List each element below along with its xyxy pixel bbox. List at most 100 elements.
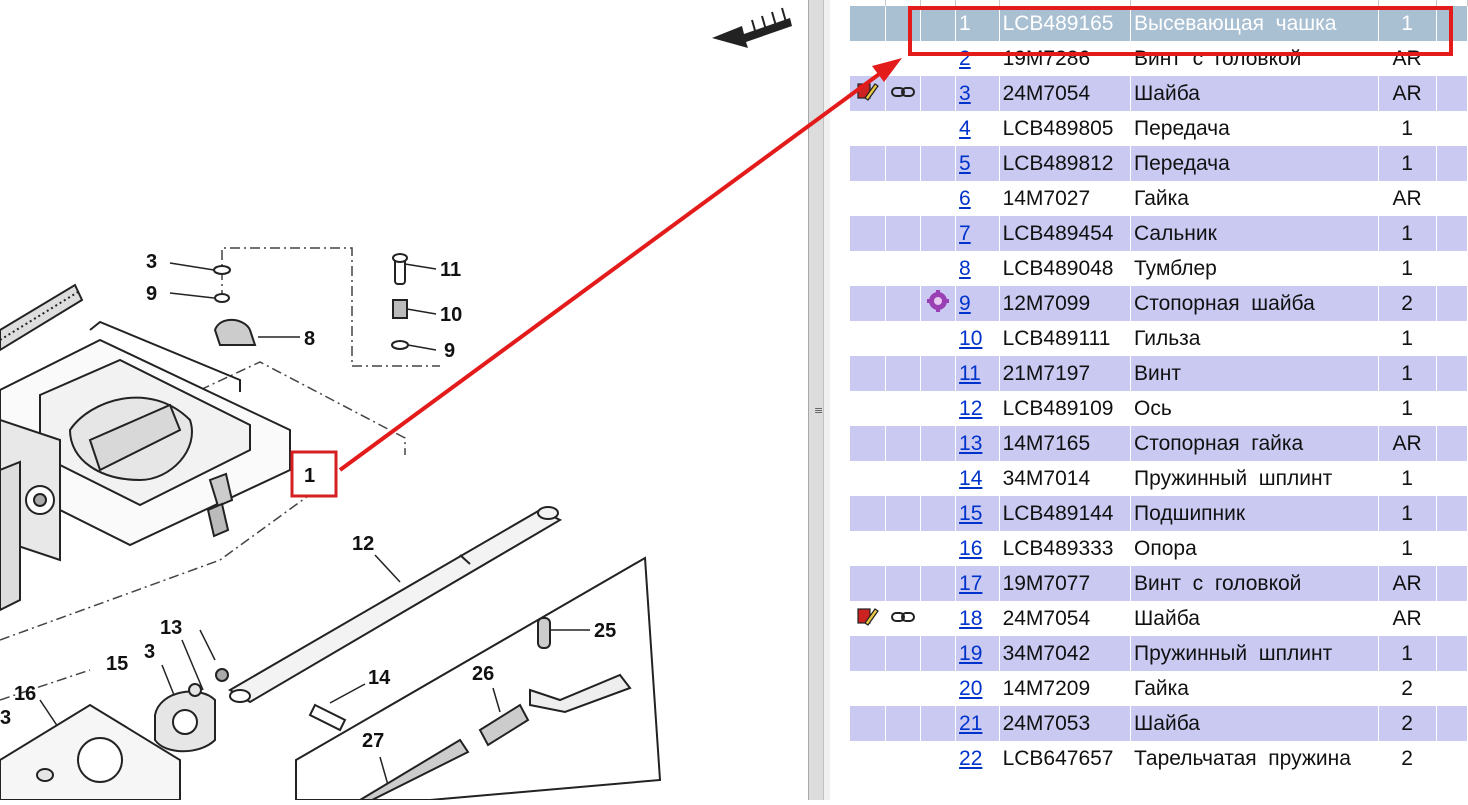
row-number-cell[interactable]: 7	[955, 216, 1000, 251]
row-number-link[interactable]: 1	[959, 11, 971, 35]
row-number-cell[interactable]: 16	[955, 531, 1000, 566]
row-icon-cell	[850, 531, 886, 566]
row-number-link[interactable]: 2	[959, 46, 971, 70]
link-icon[interactable]	[890, 82, 916, 105]
row-number-link[interactable]: 5	[959, 151, 971, 175]
row-number-cell[interactable]: 2	[955, 41, 1000, 76]
row-number-link[interactable]: 18	[959, 606, 983, 630]
row-number-cell[interactable]: 1	[955, 6, 1000, 41]
purple-gear-icon[interactable]	[927, 289, 950, 317]
row-number-link[interactable]: 16	[959, 536, 983, 560]
row-number-link[interactable]: 20	[959, 676, 983, 700]
row-number-cell[interactable]: 11	[955, 356, 1000, 391]
row-number-link[interactable]: 3	[959, 81, 971, 105]
row-number-link[interactable]: 12	[959, 396, 983, 420]
splitter-grip-icon[interactable]: ≡	[814, 404, 824, 417]
row-icon-cell[interactable]	[885, 76, 922, 111]
row-icon-cell	[920, 6, 957, 41]
row-number-link[interactable]: 13	[959, 431, 983, 455]
row-number-cell[interactable]: 15	[955, 496, 1000, 531]
header-cell	[1378, 0, 1437, 6]
row-number-link[interactable]: 4	[959, 116, 971, 140]
row-number-cell[interactable]: 19	[955, 636, 1000, 671]
part-code-cell: 19M7077	[999, 566, 1132, 601]
row-trailing-cell	[1436, 286, 1468, 321]
row-number-cell[interactable]: 22	[955, 741, 1000, 776]
callout-label: 12	[352, 533, 374, 555]
row-number-cell[interactable]: 14	[955, 461, 1000, 496]
part-code-cell: LCB489048	[999, 251, 1132, 286]
row-number-cell[interactable]: 6	[955, 181, 1000, 216]
row-number-cell[interactable]: 13	[955, 426, 1000, 461]
row-icon-cell	[885, 741, 922, 776]
row-number-link[interactable]: 14	[959, 466, 983, 490]
row-number-cell[interactable]: 12	[955, 391, 1000, 426]
part-code-cell: 14M7209	[999, 671, 1132, 706]
row-icon-cell[interactable]	[885, 601, 922, 636]
row-number-link[interactable]: 22	[959, 746, 983, 770]
row-number-link[interactable]: 6	[959, 186, 971, 210]
part-name-cell: Стопорная шайба	[1130, 286, 1379, 321]
row-number-cell[interactable]: 8	[955, 251, 1000, 286]
row-number-cell[interactable]: 17	[955, 566, 1000, 601]
pane-splitter[interactable]: ≡	[808, 0, 830, 800]
row-number-cell[interactable]: 3	[955, 76, 1000, 111]
row-trailing-cell	[1436, 391, 1468, 426]
row-number-cell[interactable]: 9	[955, 286, 1000, 321]
callout-label: 11	[440, 259, 461, 281]
row-number-cell[interactable]: 20	[955, 671, 1000, 706]
row-number-cell[interactable]: 5	[955, 146, 1000, 181]
note-pencil-icon[interactable]	[855, 607, 880, 632]
row-number-cell[interactable]: 21	[955, 706, 1000, 741]
row-number-link[interactable]: 8	[959, 256, 971, 280]
row-number-link[interactable]: 19	[959, 641, 983, 665]
selected-callout[interactable]: 1	[290, 450, 338, 498]
parts-diagram[interactable]: 3 9 11 10 9 8 12 13 3 15 16 14 26 25 27 …	[0, 0, 808, 801]
row-number-link[interactable]: 15	[959, 501, 983, 525]
row-number-link[interactable]: 10	[959, 326, 983, 350]
row-number-link[interactable]: 21	[959, 711, 983, 735]
row-icon-cell[interactable]	[850, 601, 886, 636]
row-icon-cell	[850, 636, 886, 671]
row-icon-cell[interactable]	[850, 76, 886, 111]
part-qty-cell: 1	[1378, 111, 1437, 146]
part-name-cell: Гайка	[1130, 671, 1379, 706]
row-icon-cell	[885, 531, 922, 566]
row-number-cell[interactable]: 10	[955, 321, 1000, 356]
row-number-link[interactable]: 7	[959, 221, 971, 245]
row-number-cell[interactable]: 4	[955, 111, 1000, 146]
row-icon-cell	[920, 216, 957, 251]
note-pencil-icon[interactable]	[855, 82, 880, 107]
part-qty-cell: 1	[1378, 6, 1437, 41]
row-number-link[interactable]: 17	[959, 571, 983, 595]
row-icon-cell[interactable]	[920, 286, 957, 321]
link-icon[interactable]	[890, 607, 916, 630]
row-number-link[interactable]: 11	[959, 361, 981, 385]
row-icon-cell	[850, 461, 886, 496]
row-number-cell[interactable]: 18	[955, 601, 1000, 636]
row-number-link[interactable]: 9	[959, 291, 971, 315]
